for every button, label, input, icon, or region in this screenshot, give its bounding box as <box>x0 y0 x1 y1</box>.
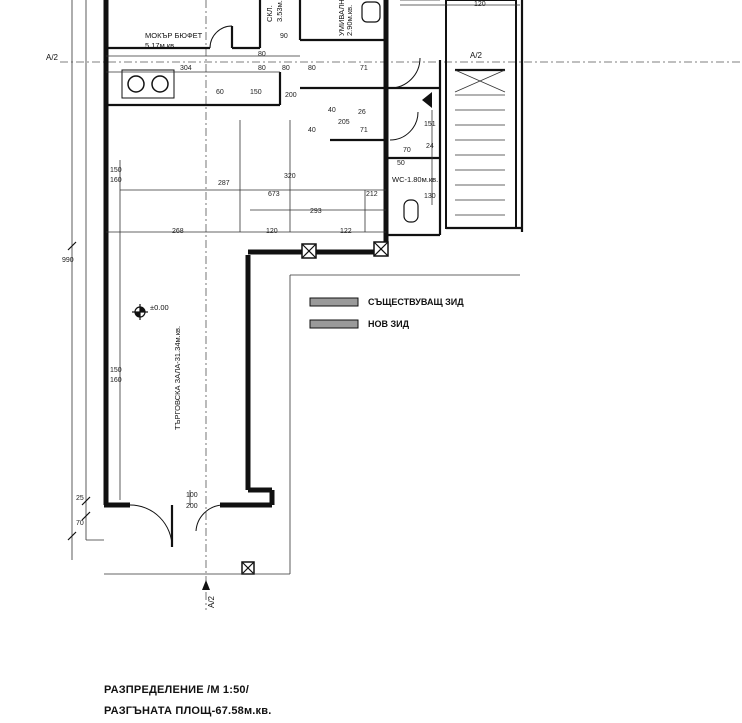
dimension-labels: 120 90 80 80 304 80 80 71 150 200 60 40 … <box>62 1 486 527</box>
svg-text:71: 71 <box>360 65 368 72</box>
svg-text:160: 160 <box>110 377 122 384</box>
svg-text:80: 80 <box>282 65 290 72</box>
svg-text:ТЪРГОВСКА ЗАЛА-31.34м.кв.: ТЪРГОВСКА ЗАЛА-31.34м.кв. <box>173 326 182 430</box>
svg-text:А/2: А/2 <box>470 51 483 60</box>
svg-text:150: 150 <box>110 167 122 174</box>
svg-text:40: 40 <box>308 127 316 134</box>
sink-icon <box>127 75 145 93</box>
svg-text:3.53м.кв.: 3.53м.кв. <box>275 0 284 22</box>
plan-title: РАЗПРЕДЕЛЕНИЕ /М 1:50/ <box>104 684 250 696</box>
svg-text:60: 60 <box>216 89 224 96</box>
svg-text:304: 304 <box>180 65 192 72</box>
svg-text:5.17м.кв.: 5.17м.кв. <box>145 41 176 50</box>
svg-text:25: 25 <box>76 495 84 502</box>
svg-text:320: 320 <box>284 173 296 180</box>
svg-text:673: 673 <box>268 191 280 198</box>
legend-new-label: НОВ ЗИД <box>368 319 410 329</box>
svg-text:±0.00: ±0.00 <box>150 303 169 312</box>
svg-text:130: 130 <box>424 193 436 200</box>
doors <box>129 25 421 548</box>
legend-new-swatch <box>309 319 359 329</box>
room-labels: МОКЪР БЮФЕТ 5.17м.кв. СКЛ. 3.53м.кв. УМИ… <box>145 0 438 430</box>
svg-text:990: 990 <box>62 257 74 264</box>
svg-text:СКЛ.: СКЛ. <box>265 5 274 22</box>
svg-text:212: 212 <box>366 191 378 198</box>
svg-text:50: 50 <box>397 160 405 167</box>
svg-text:268: 268 <box>172 228 184 235</box>
svg-text:200: 200 <box>285 92 297 99</box>
svg-text:100: 100 <box>186 492 198 499</box>
exterior-walls <box>103 0 389 508</box>
svg-text:160: 160 <box>110 177 122 184</box>
inner-dimension-lines <box>106 0 520 505</box>
toilet-icon <box>403 199 419 223</box>
svg-text:WC-1.80м.кв.: WC-1.80м.кв. <box>392 175 438 184</box>
svg-text:МОКЪР БЮФЕТ: МОКЪР БЮФЕТ <box>145 31 203 40</box>
outer-dimension-lines <box>67 0 104 560</box>
svg-text:40: 40 <box>328 107 336 114</box>
axis-line-a2 <box>60 0 742 610</box>
fixtures <box>121 1 432 223</box>
washbasin-icon <box>361 1 381 23</box>
svg-text:80: 80 <box>308 65 316 72</box>
svg-text:151: 151 <box>424 121 436 128</box>
column-markers <box>241 241 389 575</box>
svg-text:80: 80 <box>258 51 266 58</box>
svg-text:150: 150 <box>110 367 122 374</box>
svg-text:70: 70 <box>76 520 84 527</box>
legend-existing-label: СЪЩЕСТВУВАЩ ЗИД <box>368 297 464 307</box>
svg-text:26: 26 <box>358 109 366 116</box>
legend-existing-swatch <box>309 297 359 307</box>
svg-text:80: 80 <box>258 65 266 72</box>
svg-text:УМИВАЛНЯ: УМИВАЛНЯ <box>337 0 346 36</box>
svg-text:24: 24 <box>426 143 434 150</box>
svg-text:А/2: А/2 <box>207 595 216 608</box>
svg-text:71: 71 <box>360 127 368 134</box>
level-mark: ±0.00 <box>132 303 169 320</box>
legend: СЪЩЕСТВУВАЩ ЗИД НОВ ЗИД <box>309 297 464 329</box>
axis-labels: А/2 А/2 А/2 <box>46 51 483 608</box>
svg-text:293: 293 <box>310 208 322 215</box>
svg-text:200: 200 <box>186 503 198 510</box>
svg-text:А/2: А/2 <box>46 53 59 62</box>
svg-text:70: 70 <box>403 147 411 154</box>
svg-text:150: 150 <box>250 89 262 96</box>
svg-text:120: 120 <box>474 1 486 8</box>
door-arrow-icon <box>422 92 432 108</box>
staircase <box>445 0 524 232</box>
plan-area: РАЗГЪНАТА ПЛОЩ-67.58м.кв. <box>104 705 272 717</box>
svg-text:90: 90 <box>280 33 288 40</box>
svg-text:122: 122 <box>340 228 352 235</box>
svg-text:287: 287 <box>218 180 230 187</box>
svg-text:2.90м.кв.: 2.90м.кв. <box>345 5 354 36</box>
svg-text:205: 205 <box>338 119 350 126</box>
frame-lines <box>104 274 520 575</box>
svg-text:120: 120 <box>266 228 278 235</box>
sink-icon <box>151 75 169 93</box>
